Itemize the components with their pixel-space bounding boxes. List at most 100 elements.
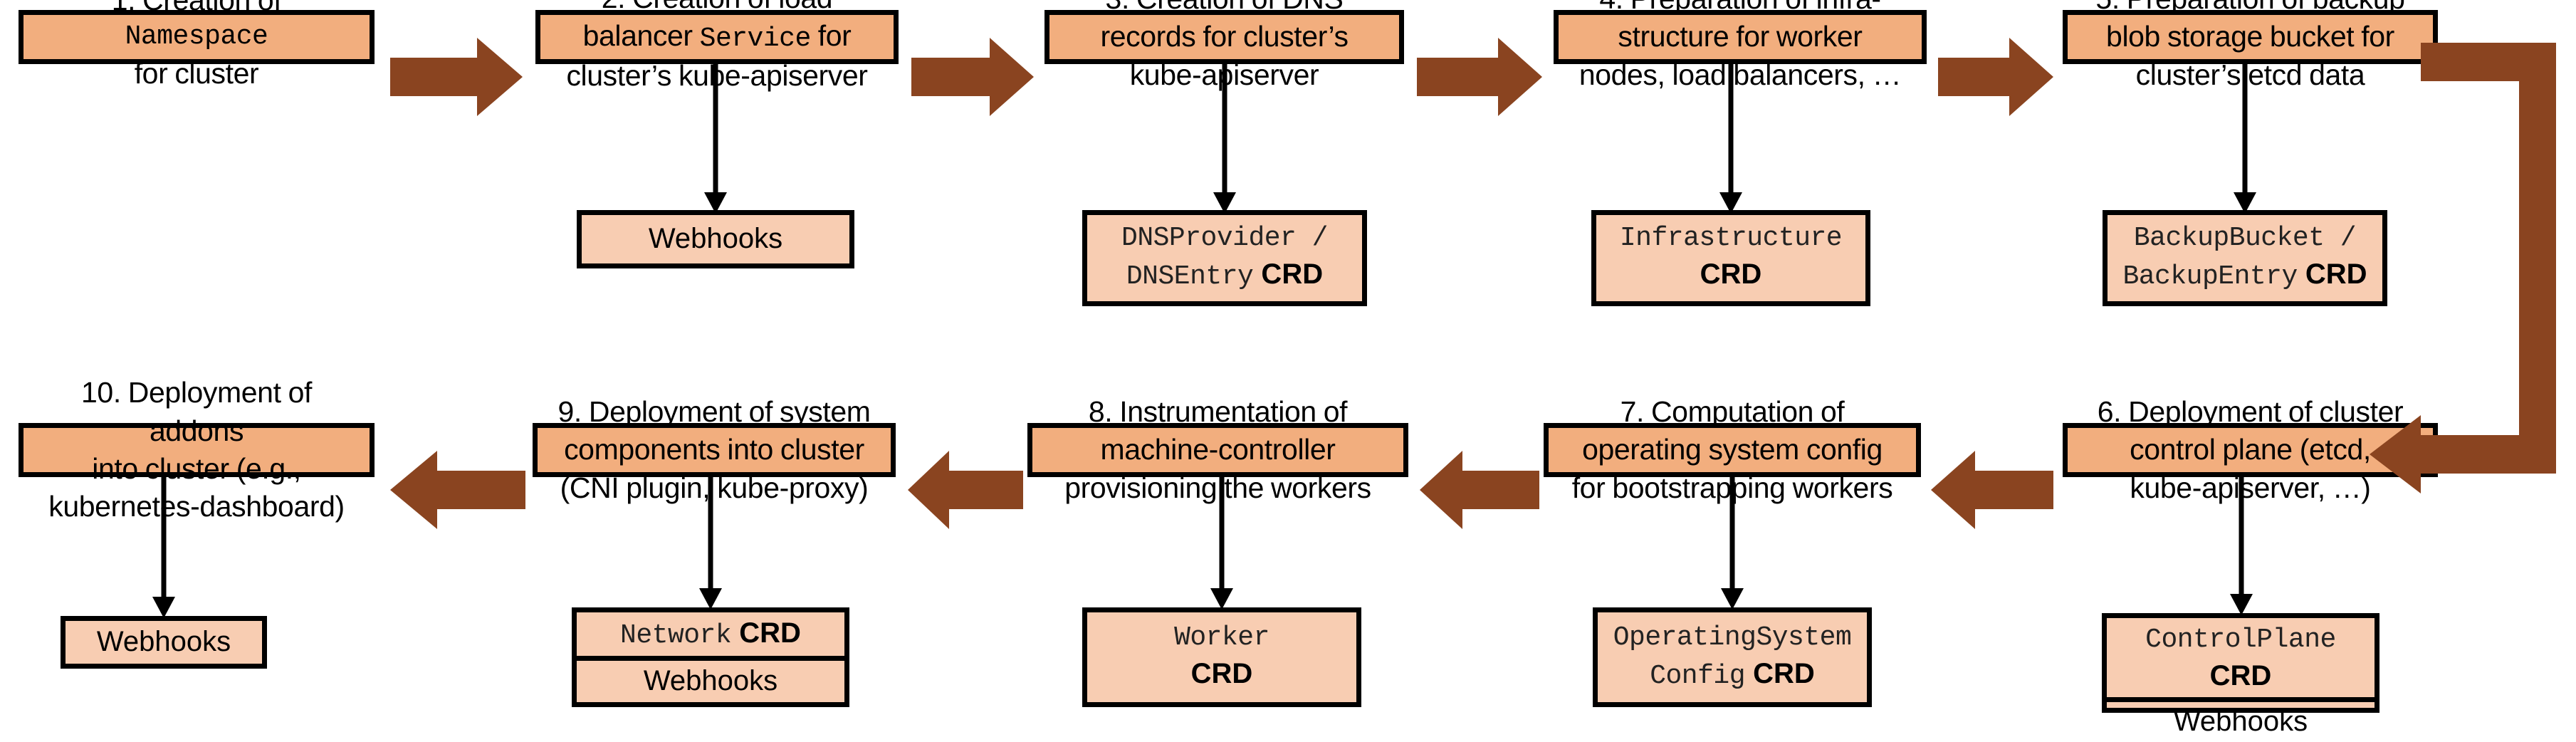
crd-suffix: CRD bbox=[1253, 258, 1324, 290]
resource-cell: Webhooks bbox=[582, 215, 849, 263]
crd-suffix: CRD bbox=[2297, 258, 2367, 290]
osc-crd-line-2: Config bbox=[1650, 660, 1746, 691]
step-box-6[interactable]: 6. Deployment of cluster control plane (… bbox=[2063, 395, 2438, 504]
step-2-line-2: balancer Service for bbox=[566, 17, 867, 56]
block-arrow-8-to-9 bbox=[908, 451, 1023, 529]
resource-box-10-webhooks[interactable]: Webhooks bbox=[61, 616, 267, 669]
step-box-10[interactable]: 10. Deployment of addons into cluster (e… bbox=[19, 376, 375, 523]
resource-box-6-controlplane-crd[interactable]: ControlPlane CRD Webhooks bbox=[2102, 613, 2379, 737]
webhooks-label: Webhooks bbox=[648, 223, 783, 255]
step-box-9[interactable]: 9. Deployment of system components into … bbox=[533, 395, 896, 504]
resource-cell-crd: ControlPlane CRD bbox=[2107, 618, 2375, 697]
osc-crd-label: OperatingSystem Config CRD bbox=[1613, 621, 1852, 694]
webhooks-label: Webhooks bbox=[96, 626, 231, 658]
step-9-line-2: components into cluster bbox=[564, 433, 864, 466]
step-box-7[interactable]: 7. Computation of operating system confi… bbox=[1544, 395, 1921, 504]
step-5-line-1: 5. Preparation of backup bbox=[2095, 0, 2405, 18]
resource-box-3-dns-crd[interactable]: DNSProvider / DNSEntry CRD bbox=[1082, 210, 1367, 306]
step-9-text: 9. Deployment of system components into … bbox=[558, 393, 871, 507]
step-5-line-2: blob storage bucket for bbox=[2106, 20, 2394, 53]
step-4-text: 4. Preparation of infra- structure for w… bbox=[1578, 0, 1902, 94]
connector-step9-to-crd bbox=[696, 477, 725, 612]
step-10-line-1: 10. Deployment of addons bbox=[81, 376, 312, 447]
crd-suffix: CRD bbox=[1190, 657, 1253, 689]
resource-cell-webhooks: Webhooks bbox=[2107, 697, 2375, 741]
crd-suffix: CRD bbox=[1700, 258, 1762, 290]
controlplane-crd-name: ControlPlane bbox=[2145, 625, 2336, 655]
resource-box-4-infrastructure-crd[interactable]: Infrastructure CRD bbox=[1591, 210, 1870, 306]
worker-crd-label: Worker CRD bbox=[1174, 621, 1269, 694]
dns-crd-line-2: DNSEntry bbox=[1126, 261, 1254, 292]
step-2-line-2c: for bbox=[810, 19, 852, 53]
resource-cell-crd: Network CRD bbox=[577, 612, 844, 656]
step-6-line-2: control plane (etcd, bbox=[2130, 433, 2371, 466]
step-6-text: 6. Deployment of cluster control plane (… bbox=[2098, 393, 2404, 507]
connector-step3-to-crd bbox=[1210, 64, 1239, 215]
controlplane-crd-label: ControlPlane CRD bbox=[2112, 620, 2369, 696]
network-crd-label: Network CRD bbox=[620, 615, 801, 654]
step-5-line-3: cluster’s etcd data bbox=[2135, 58, 2365, 91]
step-5-text: 5. Preparation of backup blob storage bu… bbox=[2095, 0, 2405, 94]
block-arrow-5-to-6-elbow bbox=[2370, 43, 2576, 513]
resource-cell: BackupBucket / BackupEntry CRD bbox=[2108, 215, 2382, 301]
block-arrow-2-to-3 bbox=[911, 38, 1034, 116]
connector-step10-to-webhooks bbox=[150, 477, 178, 620]
step-4-line-3: nodes, load balancers, … bbox=[1578, 58, 1902, 91]
step-2-line-2b: Service bbox=[699, 23, 812, 55]
webhooks-label: Webhooks bbox=[2173, 706, 2308, 738]
backup-crd-label: BackupBucket / BackupEntry CRD bbox=[2122, 221, 2367, 294]
step-6-line-3: kube-apiserver, …) bbox=[2130, 471, 2371, 504]
infrastructure-crd-line-1: Infrastructure bbox=[1619, 223, 1843, 254]
block-arrow-1-to-2 bbox=[390, 38, 523, 116]
step-9-line-3: (CNI plugin, kube-proxy) bbox=[560, 471, 869, 504]
resource-box-2-webhooks[interactable]: Webhooks bbox=[577, 210, 854, 268]
step-10-text: 10. Deployment of addons into cluster (e… bbox=[31, 374, 362, 526]
connector-step2-to-webhooks bbox=[701, 64, 730, 215]
webhooks-label: Webhooks bbox=[643, 665, 778, 697]
step-3-line-2: records for cluster’s bbox=[1100, 20, 1349, 53]
step-box-4[interactable]: 4. Preparation of infra- structure for w… bbox=[1554, 0, 1927, 91]
step-4-line-2: structure for worker bbox=[1618, 20, 1863, 53]
network-crd-name: Network bbox=[620, 620, 732, 651]
step-1-line-1: 1. Creation of bbox=[111, 0, 282, 17]
step-2-line-1: 2. Creation of load bbox=[566, 0, 867, 17]
step-8-line-3: provisioning the workers bbox=[1064, 471, 1371, 504]
backup-crd-line-2: BackupEntry bbox=[2122, 261, 2298, 292]
connector-step6-to-crd bbox=[2227, 477, 2256, 618]
resource-cell: Worker CRD bbox=[1087, 612, 1356, 702]
resource-box-7-osc-crd[interactable]: OperatingSystem Config CRD bbox=[1593, 607, 1872, 707]
step-box-1[interactable]: 1. Creation of Namespace for cluster bbox=[19, 0, 375, 90]
dns-crd-line-1: DNSProvider / bbox=[1121, 223, 1328, 254]
block-arrow-9-to-10 bbox=[390, 451, 525, 529]
worker-crd-name: Worker bbox=[1174, 622, 1269, 653]
step-box-3[interactable]: 3. Creation of DNS records for cluster’s… bbox=[1044, 0, 1404, 91]
crd-suffix: CRD bbox=[1745, 657, 1815, 689]
connector-step5-to-crd bbox=[2231, 64, 2259, 215]
step-1-line-3: for cluster bbox=[134, 56, 259, 90]
block-arrow-7-to-8 bbox=[1420, 451, 1539, 529]
resource-cell: Webhooks bbox=[66, 621, 262, 664]
resource-cell: DNSProvider / DNSEntry CRD bbox=[1087, 215, 1362, 301]
step-2-line-2a: balancer bbox=[582, 19, 700, 53]
step-box-2[interactable]: 2. Creation of load balancer Service for… bbox=[535, 0, 899, 92]
resource-box-8-worker-crd[interactable]: Worker CRD bbox=[1082, 607, 1361, 707]
resource-cell: Infrastructure CRD bbox=[1596, 215, 1865, 301]
connector-step8-to-crd bbox=[1208, 477, 1236, 612]
step-box-5[interactable]: 5. Preparation of backup blob storage bu… bbox=[2063, 0, 2438, 91]
step-7-line-1: 7. Computation of bbox=[1620, 395, 1845, 429]
block-arrow-3-to-4 bbox=[1417, 38, 1542, 116]
step-8-line-1: 8. Instrumentation of bbox=[1088, 395, 1348, 429]
step-8-text: 8. Instrumentation of machine-controller… bbox=[1064, 393, 1371, 507]
resource-box-5-backup-crd[interactable]: BackupBucket / BackupEntry CRD bbox=[2103, 210, 2387, 306]
step-1-line-2: Namespace bbox=[125, 21, 268, 53]
step-3-line-1: 3. Creation of DNS bbox=[1100, 0, 1348, 18]
step-7-line-2: operating system config bbox=[1582, 433, 1883, 466]
resource-box-9-network-crd[interactable]: Network CRD Webhooks bbox=[572, 607, 849, 707]
step-9-line-1: 9. Deployment of system bbox=[557, 395, 871, 429]
infrastructure-crd-label: Infrastructure CRD bbox=[1619, 221, 1843, 294]
backup-crd-line-1: BackupBucket / bbox=[2133, 223, 2357, 254]
step-6-line-1: 6. Deployment of cluster bbox=[2097, 395, 2404, 429]
step-4-line-1: 4. Preparation of infra- bbox=[1579, 0, 1901, 18]
step-box-8[interactable]: 8. Instrumentation of machine-controller… bbox=[1027, 395, 1408, 504]
